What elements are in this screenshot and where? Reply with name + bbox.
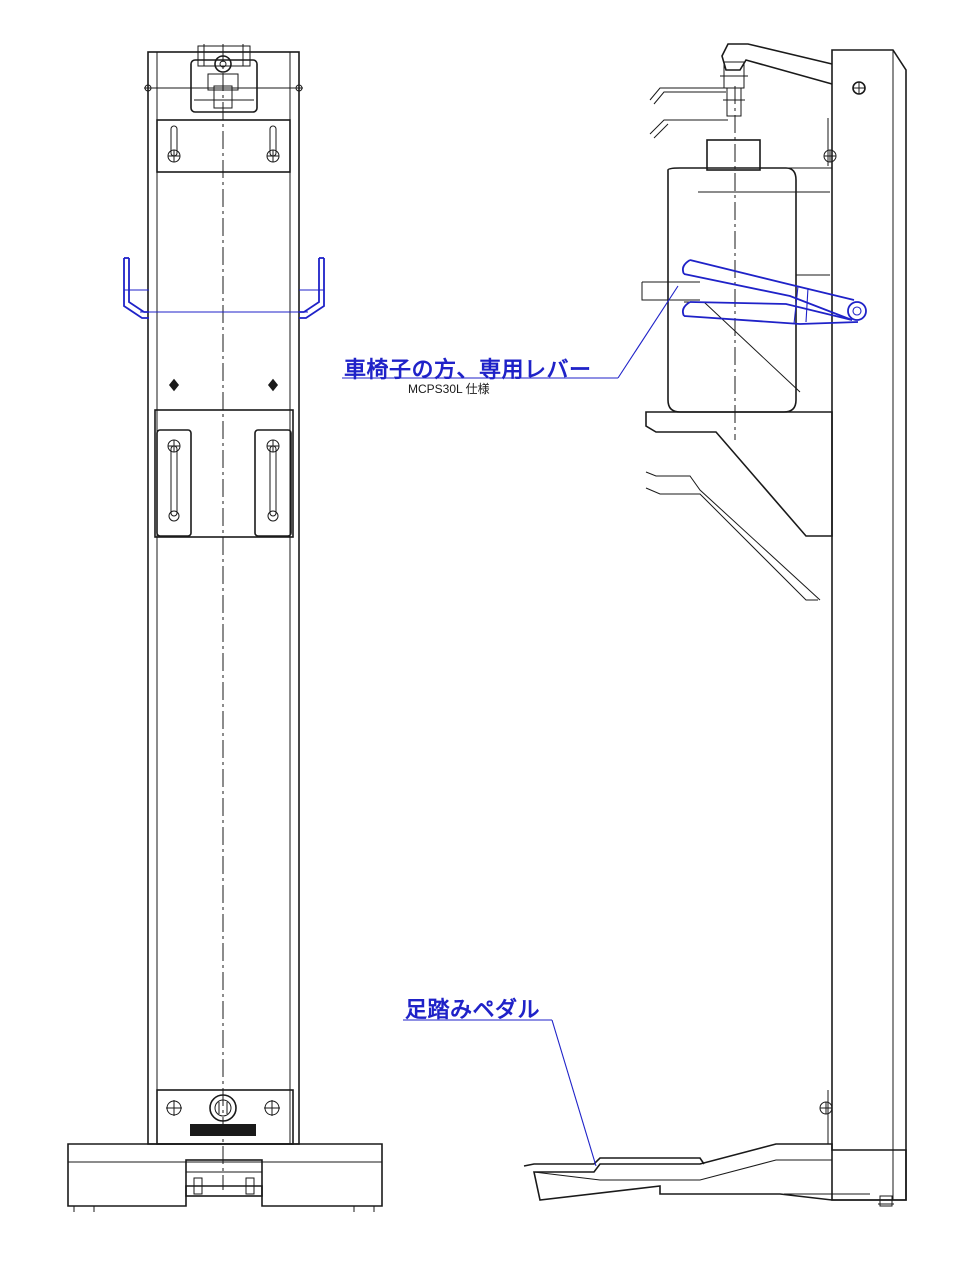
side-lever [681, 259, 867, 325]
front-upper-plate [156, 119, 291, 173]
maker-nameplate [190, 1124, 256, 1136]
side-shelf [641, 281, 833, 601]
front-shelf-bracket [154, 409, 294, 538]
callout-leaders [342, 285, 679, 1167]
pedal-callout-label: 足踏みペダル [405, 997, 541, 1022]
lever-model-label: MCPS30L 仕様 [408, 382, 490, 396]
front-view [67, 44, 383, 1212]
front-pump-clamp [190, 44, 258, 113]
lever-callout-label: 車椅子の方、専用レバー [344, 357, 592, 382]
foot-pedal [523, 1157, 705, 1167]
side-bottle [667, 139, 832, 413]
side-pump-head [649, 43, 837, 166]
side-base [523, 1143, 907, 1207]
side-column [831, 49, 907, 1201]
front-lever-bracket [123, 257, 325, 319]
front-base [67, 1143, 383, 1212]
side-view [523, 43, 907, 1207]
front-bottom-plate [156, 1089, 294, 1145]
